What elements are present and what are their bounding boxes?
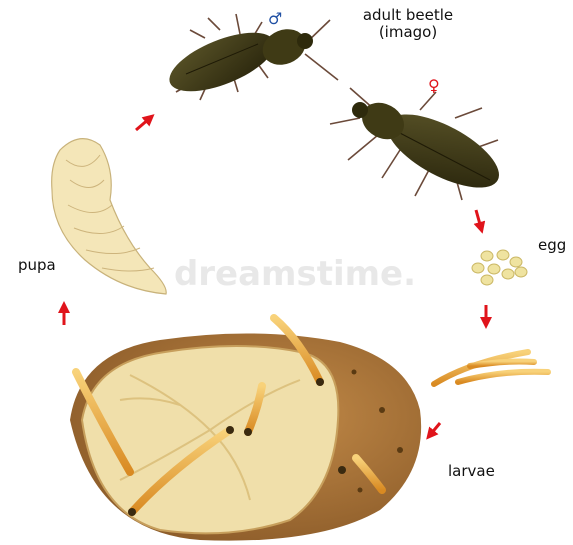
adult-beetle-label: adult beetle (imago)	[348, 7, 468, 41]
female-symbol-icon: ♀	[428, 76, 440, 95]
adult-beetle-label-line2: (imago)	[348, 24, 468, 41]
male-symbol-icon: ♂	[268, 9, 282, 28]
egg-label: egg	[538, 236, 566, 254]
adult-beetle-label-line1: adult beetle	[348, 7, 468, 24]
arrow-adult-to-egg	[476, 210, 481, 228]
watermark: dreamstime.	[174, 254, 416, 294]
free-larvae	[434, 352, 548, 384]
potato	[70, 318, 421, 541]
arrow-pupa-to-adult	[136, 118, 150, 130]
pupa	[52, 139, 167, 294]
female-beetle	[330, 88, 509, 202]
pupa-label: pupa	[18, 256, 56, 274]
eggs	[472, 250, 527, 285]
arrow-larvae-to-potato	[430, 423, 440, 435]
larvae-label: larvae	[448, 462, 495, 480]
male-beetle	[162, 14, 338, 103]
